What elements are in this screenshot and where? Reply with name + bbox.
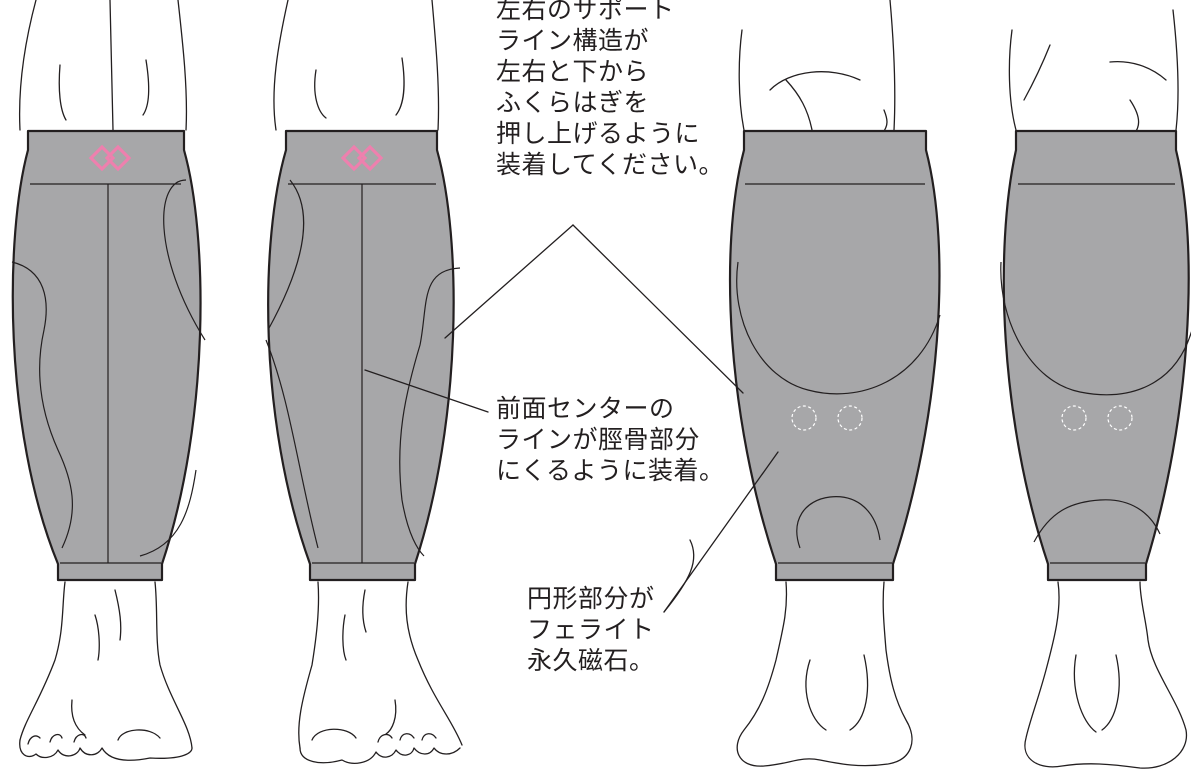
magnet-circle-icon (791, 405, 863, 431)
support-line-note: 左右のサポート ライン構造が 左右と下から ふくらはぎを 押し上げるように 装着… (496, 0, 724, 180)
front-view-2 (265, 0, 463, 764)
center-leader (364, 369, 489, 413)
support-leader-left (444, 224, 574, 339)
calf-sleeve (728, 129, 941, 582)
support-leader-right (572, 224, 744, 394)
calf-sleeve (1000, 129, 1191, 582)
note-line: 左右のサポート (496, 0, 675, 24)
front-view-1 (11, 0, 206, 761)
foot-outline (298, 581, 463, 764)
note-line: 前面センターの (496, 394, 675, 423)
note-line: ラインが脛骨部分 (496, 425, 701, 454)
upper-leg-outline (738, 0, 896, 132)
foot-outline (19, 581, 193, 761)
foot-outline (736, 581, 913, 767)
note-line: にくるように装着。 (496, 456, 725, 485)
note-line: ライン構造が (496, 26, 650, 55)
back-view-2 (1000, 9, 1191, 769)
front-center-note: 前面センターの ラインが脛骨部分 にくるように装着。 (496, 393, 725, 486)
upper-leg-outline (273, 0, 440, 131)
note-line: 円形部分が (527, 584, 655, 613)
note-line: ふくらはぎを (496, 88, 650, 117)
leader-lines (364, 224, 779, 613)
note-line: 左右と下から (496, 57, 650, 86)
back-view-1 (728, 0, 941, 767)
magnet-leader-right (663, 451, 779, 613)
magnet-circle-icon (1061, 405, 1133, 431)
magnet-note: 円形部分が フェライト 永久磁石。 (527, 583, 655, 676)
note-line: 押し上げるように (496, 119, 701, 148)
upper-leg-outline (1008, 9, 1179, 132)
note-line: 装着してください。 (496, 150, 725, 179)
calf-sleeve (11, 129, 206, 582)
brand-logo-icon (340, 144, 384, 172)
brand-logo-icon (88, 144, 132, 172)
foot-outline (1024, 581, 1188, 769)
note-line: フェライト (527, 615, 655, 644)
note-line: 永久磁石。 (527, 646, 655, 675)
upper-leg-outline (19, 0, 188, 131)
calf-sleeve (265, 129, 461, 582)
